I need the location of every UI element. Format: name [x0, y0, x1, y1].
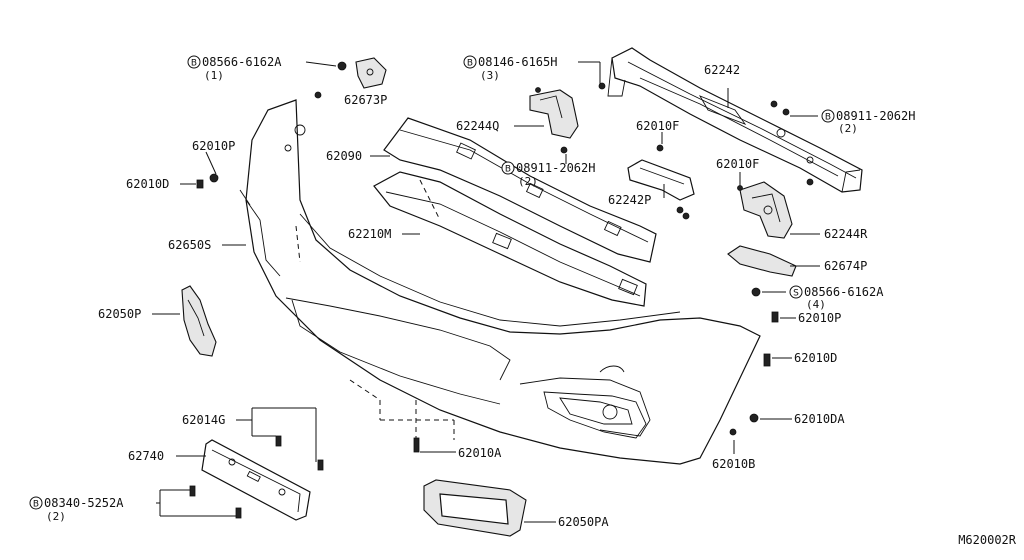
bracket-62244R [739, 181, 793, 239]
svg-text:B: B [825, 113, 831, 123]
svg-text:B: B [467, 59, 473, 69]
license-plate-bracket-62740 [201, 439, 311, 521]
svg-text:B: B [505, 165, 511, 175]
part-labels: 62673P 62010P 62010D 62650S 62050P 62014… [98, 63, 1017, 547]
label-62010D-right: 62010D [794, 351, 837, 365]
label-62010F-right: 62010F [716, 157, 759, 171]
fastener-qty-1: (1) [204, 69, 224, 82]
leader-lines [152, 61, 820, 523]
fastener-labels: 08566-6162A (1) 08146-6165H (3) 08911-20… [44, 55, 915, 523]
label-62010F-center: 62010F [636, 119, 679, 133]
label-62010D-left: 62010D [126, 177, 169, 191]
label-62242P: 62242P [608, 193, 651, 207]
bumper-absorber-62090 [383, 117, 657, 263]
label-62050P: 62050P [98, 307, 141, 321]
label-62010B: 62010B [712, 457, 755, 471]
fastener-qty-4: (2) [838, 122, 858, 135]
label-62050PA: 62050PA [558, 515, 609, 529]
label-62244R: 62244R [824, 227, 868, 241]
fastener-code-1: 08566-6162A [202, 55, 282, 69]
lower-grille-62050PA [423, 479, 527, 537]
label-62244Q: 62244Q [456, 119, 499, 133]
fastener-circle-symbols: B B B B S B [29, 55, 835, 510]
bumper-absorber-62210M [373, 171, 647, 307]
label-62014G: 62014G [182, 413, 225, 427]
label-62010P-right: 62010P [798, 311, 841, 325]
fastener-code-3: 08911-2062H [516, 161, 595, 175]
label-62210M: 62210M [348, 227, 391, 241]
clip-62673P [355, 57, 387, 89]
fastener-code-6: 08340-5252A [44, 496, 124, 510]
label-62740: 62740 [128, 449, 164, 463]
dashed-guides [295, 179, 455, 440]
label-62090: 62090 [326, 149, 362, 163]
label-62010DA: 62010DA [794, 412, 845, 426]
label-62650S: 62650S [168, 238, 211, 252]
bracket-62674P [727, 245, 797, 277]
bumper-fascia-62650S [239, 91, 761, 465]
fastener-qty-5: (4) [806, 298, 826, 311]
fastener-qty-6: (2) [46, 510, 66, 523]
fastener-bolts [189, 61, 814, 519]
bracket-62244Q [529, 89, 579, 139]
bumper-reinforcement-62242 [607, 47, 863, 193]
svg-text:B: B [33, 500, 39, 510]
label-62242: 62242 [704, 63, 740, 77]
label-62010P-left: 62010P [192, 139, 235, 153]
side-bracket-62050P [181, 285, 217, 357]
fog-lamp-bezel [543, 391, 647, 439]
fastener-qty-2: (3) [480, 69, 500, 82]
bracket-62242P [627, 159, 695, 201]
label-62010A: 62010A [458, 446, 502, 460]
label-62674P: 62674P [824, 259, 867, 273]
fastener-qty-3: (2) [518, 175, 538, 188]
fastener-code-5: 08566-6162A [804, 285, 884, 299]
diagram-code: M620002R [958, 533, 1017, 547]
fastener-code-2: 08146-6165H [478, 55, 557, 69]
svg-text:B: B [191, 59, 197, 69]
label-62673P: 62673P [344, 93, 387, 107]
fastener-code-4: 08911-2062H [836, 109, 915, 123]
svg-text:S: S [793, 289, 799, 299]
